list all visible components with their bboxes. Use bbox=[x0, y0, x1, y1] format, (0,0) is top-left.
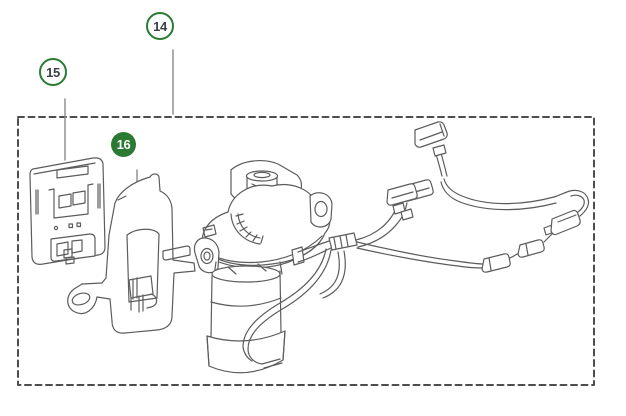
callout-badge-14[interactable]: 14 bbox=[146, 12, 174, 40]
parts-group-dashed-border bbox=[17, 116, 595, 386]
callout-badge-16-selected[interactable]: 16 bbox=[111, 132, 136, 157]
wiring-harness-drawing bbox=[242, 121, 590, 369]
control-module-drawing bbox=[29, 157, 106, 265]
callout-badge-15[interactable]: 15 bbox=[39, 58, 67, 86]
mounting-bracket-drawing bbox=[67, 173, 196, 334]
motor-assembly-drawing bbox=[193, 160, 333, 374]
